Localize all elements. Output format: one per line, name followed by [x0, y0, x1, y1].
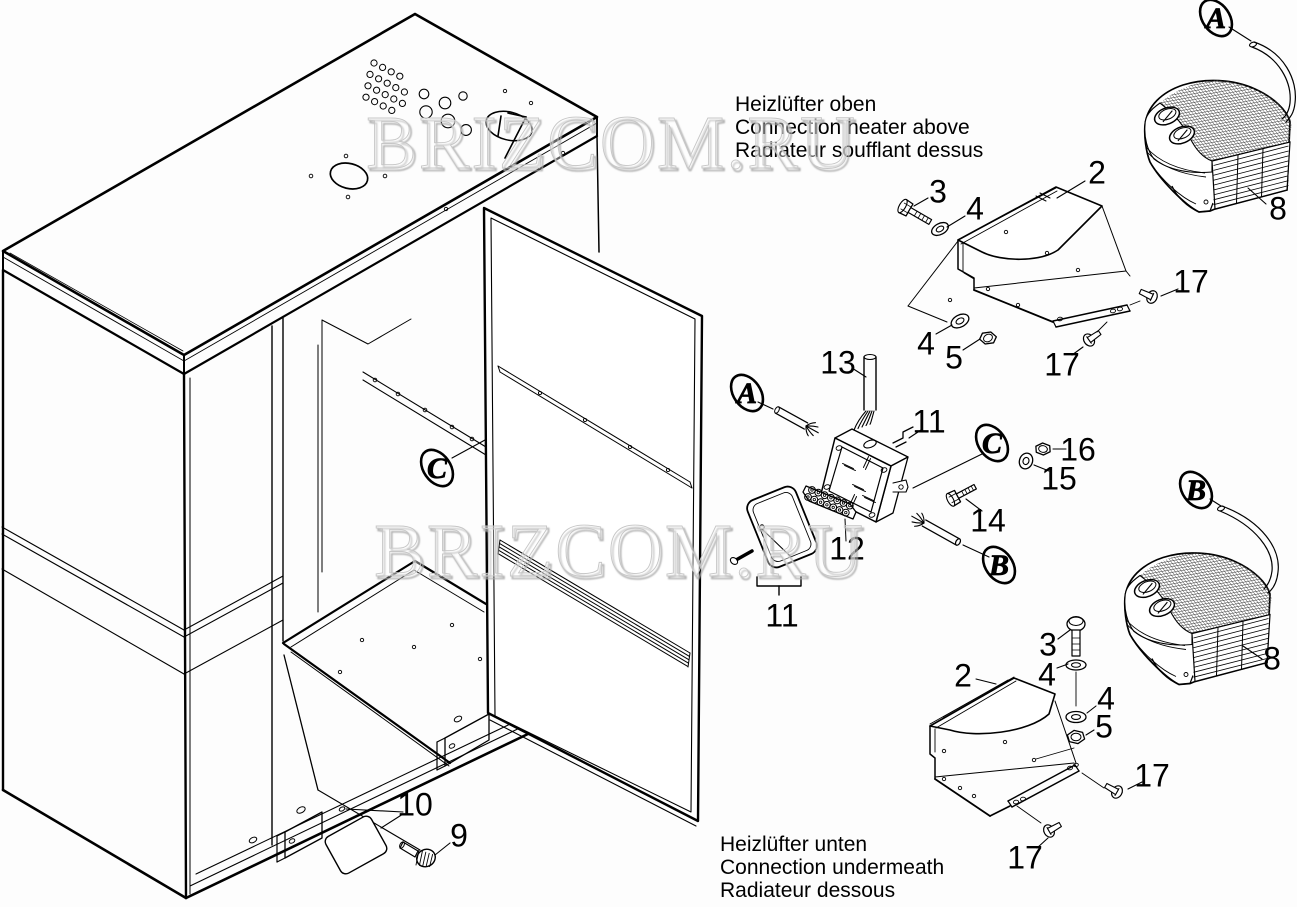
svg-text:C: C [427, 452, 448, 485]
svg-text:Connection undermeath: Connection undermeath [720, 856, 944, 879]
svg-text:2: 2 [954, 658, 972, 694]
svg-text:11: 11 [765, 598, 798, 634]
svg-text:11: 11 [912, 404, 945, 440]
svg-text:8: 8 [1269, 191, 1287, 227]
svg-text:12: 12 [829, 531, 865, 567]
svg-text:5: 5 [945, 340, 963, 376]
svg-text:4: 4 [1038, 657, 1056, 693]
svg-text:BRIZCOM.RU: BRIZCOM.RU [376, 512, 867, 596]
svg-text:A: A [1204, 2, 1226, 35]
svg-text:9: 9 [450, 818, 468, 854]
svg-text:Heizlüfter oben: Heizlüfter oben [735, 93, 876, 116]
svg-text:4: 4 [917, 326, 935, 362]
svg-text:17: 17 [1173, 264, 1209, 300]
svg-text:4: 4 [966, 191, 984, 227]
svg-text:14: 14 [970, 503, 1006, 539]
svg-text:10: 10 [397, 787, 433, 823]
svg-text:17: 17 [1007, 840, 1043, 876]
svg-text:3: 3 [929, 174, 947, 210]
svg-text:13: 13 [820, 345, 856, 381]
svg-text:B: B [988, 549, 1009, 582]
svg-text:Connection heater above: Connection heater above [735, 116, 970, 139]
svg-text:4: 4 [1097, 681, 1115, 717]
svg-text:C: C [982, 427, 1003, 460]
svg-text:BRIZCOM.RU: BRIZCOM.RU [374, 509, 865, 593]
svg-text:BRIZCOM.RU: BRIZCOM.RU [368, 104, 859, 188]
svg-text:15: 15 [1041, 461, 1077, 497]
svg-text:A: A [735, 377, 757, 410]
svg-text:BRIZCOM.RU: BRIZCOM.RU [366, 101, 857, 185]
svg-text:5: 5 [1095, 709, 1113, 745]
svg-text:17: 17 [1044, 347, 1080, 383]
svg-text:Radiateur dessous: Radiateur dessous [720, 879, 895, 902]
svg-text:B: B [1185, 474, 1206, 507]
svg-text:17: 17 [1134, 758, 1170, 794]
svg-text:3: 3 [1039, 627, 1057, 663]
svg-text:2: 2 [1088, 155, 1106, 191]
svg-text:Heizlüfter unten: Heizlüfter unten [720, 833, 867, 856]
svg-text:8: 8 [1263, 641, 1281, 677]
svg-text:Radiateur soufflant dessus: Radiateur soufflant dessus [735, 139, 983, 162]
